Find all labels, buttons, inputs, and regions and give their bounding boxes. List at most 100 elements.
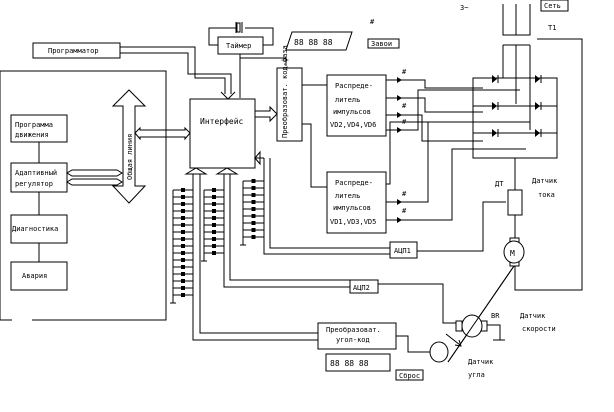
diode-icon — [251, 200, 256, 204]
svg-text:Датчик: Датчик — [520, 312, 546, 320]
tacho-link — [378, 283, 456, 324]
svg-text:88 88 88: 88 88 88 — [294, 38, 333, 47]
angle-sensor: Датчик угла — [429, 333, 494, 379]
svg-text:Диагностика: Диагностика — [12, 225, 58, 233]
interface-block: Интерфейс — [189, 98, 256, 169]
diode-icon — [212, 202, 216, 206]
speed-sensor: BR Датчик скорости — [455, 312, 556, 341]
angle-bus — [184, 167, 318, 341]
svg-text:Распреде-: Распреде- — [335, 179, 373, 187]
diode-icon — [181, 293, 185, 297]
diode-icon — [212, 195, 216, 199]
angle-converter-block: Преобразоват. угол-код — [317, 322, 397, 350]
svg-text:ДТ: ДТ — [495, 180, 504, 188]
svg-text:VD1,VD3,VD5: VD1,VD3,VD5 — [330, 218, 376, 226]
diode-icon — [181, 286, 185, 290]
shaft-line — [447, 265, 515, 363]
controller-frame — [0, 70, 167, 321]
svg-text:угол-код: угол-код — [336, 336, 370, 344]
interface-out-arrow — [255, 105, 278, 123]
hash-mark: # — [402, 190, 407, 198]
diode-icon — [181, 237, 185, 241]
programmer-bus — [120, 46, 232, 94]
transformer-label: T1 — [548, 24, 556, 32]
diode-icon — [181, 279, 185, 283]
diagnostics-block: Диагностика — [10, 214, 68, 244]
diode-icon — [181, 258, 185, 262]
diode-icon — [181, 195, 185, 199]
diode-icon — [212, 244, 216, 248]
svg-text:Общая линия: Общая линия — [126, 134, 134, 180]
diode-icon — [181, 202, 185, 206]
svg-text:Интерфейс: Интерфейс — [200, 117, 244, 126]
diode-arrays — [170, 179, 264, 304]
diode-icon — [181, 216, 185, 220]
diode-icon — [181, 265, 185, 269]
svg-text:Распреде-: Распреде- — [335, 82, 373, 90]
top-display: 88 88 88 — [285, 31, 353, 51]
angle-sensor-link — [396, 335, 430, 353]
diode-icon — [251, 193, 256, 197]
svg-text:Адаптивный: Адаптивный — [15, 169, 57, 177]
mains-box: Сеть — [540, 0, 569, 12]
interface-bus-arrow — [134, 126, 191, 141]
diode-icon — [212, 237, 216, 241]
current-sensor: ДТ Датчик тока — [495, 177, 558, 216]
adc1-bus — [253, 150, 390, 255]
diode-icon — [251, 221, 256, 225]
svg-text:88 88 88: 88 88 88 — [330, 359, 369, 368]
thyristor-bridge — [472, 75, 558, 159]
current-sensor-link — [417, 201, 506, 252]
hash-mark: # — [402, 118, 407, 126]
programmer-block: Программатор — [32, 42, 121, 59]
adaptive-regulator-block: Адаптивный регулятор — [10, 162, 68, 193]
svg-text:Сеть: Сеть — [544, 2, 561, 10]
svg-text:тока: тока — [538, 191, 555, 199]
svg-text:скорости: скорости — [522, 325, 556, 333]
distributor-2-block: Распреде- литель импульсов VD1,VD3,VD5 — [326, 171, 387, 234]
diode-icon — [212, 188, 216, 192]
three-phase-label: 3~ — [460, 4, 468, 12]
diode-icon — [181, 230, 185, 234]
alarm-block: Авария — [10, 261, 68, 291]
svg-text:Таймер: Таймер — [226, 42, 251, 50]
svg-text:угла: угла — [468, 371, 485, 379]
svg-text:M: M — [510, 249, 515, 258]
motor: M — [503, 237, 525, 267]
bottom-display: 88 88 88 — [325, 353, 391, 372]
gate-diodes — [397, 77, 402, 223]
svg-text:Программатор: Программатор — [48, 47, 99, 55]
diode-icon — [181, 209, 185, 213]
svg-text:АЦП1: АЦП1 — [394, 247, 411, 255]
timer-block: Таймер — [208, 22, 287, 98]
svg-text:Авария: Авария — [22, 272, 47, 280]
diode-icon — [181, 251, 185, 255]
gate-lines — [386, 79, 530, 221]
svg-text:VD2,VD4,VD6: VD2,VD4,VD6 — [330, 121, 376, 129]
converter-links — [302, 84, 327, 188]
transformer-windings — [502, 4, 583, 291]
diode-icon — [181, 223, 185, 227]
diode-icon — [212, 209, 216, 213]
adc2-bus — [215, 167, 350, 288]
diode-icon — [251, 214, 256, 218]
diode-icon — [181, 244, 185, 248]
svg-text:АЦП2: АЦП2 — [353, 284, 370, 292]
adc1-block: АЦП1 — [389, 241, 418, 259]
diode-icon — [251, 228, 256, 232]
adc2-block: АЦП2 — [349, 279, 379, 294]
diode-icon — [251, 207, 256, 211]
diode-icon — [251, 235, 256, 239]
svg-text:движения: движения — [15, 131, 49, 139]
factory-box: Завои — [367, 38, 400, 49]
motion-program-block: Программа движения — [10, 114, 68, 143]
svg-text:импульсов: импульсов — [333, 204, 371, 212]
diode-icon — [251, 179, 256, 183]
bus-arrow — [220, 91, 236, 100]
hash-mark: # — [402, 102, 407, 110]
svg-text:Сброс: Сброс — [399, 372, 420, 380]
diode-icon — [181, 188, 185, 192]
reset-button[interactable]: Сброс — [395, 369, 424, 381]
distributor-1-block: Распреде- литель импульсов VD2,VD4,VD6 — [326, 74, 387, 137]
